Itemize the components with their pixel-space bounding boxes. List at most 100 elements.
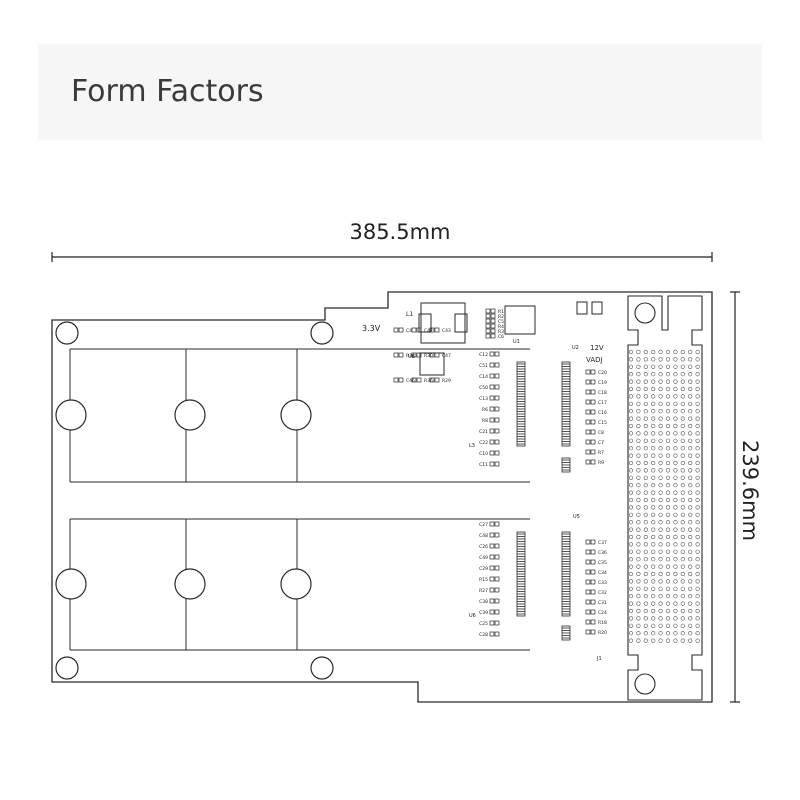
component-c11: C11 [479,461,500,468]
svg-text:C16: C16 [598,410,607,416]
label-u1: U1 [513,339,520,345]
component-c13: C13 [479,395,500,402]
component-c38: C38 [479,598,500,605]
component-c12: C12 [479,351,500,358]
component-r4: R4 [485,323,504,330]
component-c43: C43 [429,327,451,334]
component-r9: R9 [585,459,604,466]
svg-text:C39: C39 [479,610,488,616]
svg-text:C6: C6 [498,334,504,340]
svg-text:R18: R18 [598,620,607,626]
svg-text:C49: C49 [479,555,488,561]
inductor-l1 [418,302,468,344]
component-c6: C6 [485,333,504,340]
component-c8: C8 [585,429,604,436]
svg-text:C17: C17 [598,400,607,406]
svg-text:C31: C31 [598,600,607,606]
svg-text:R6: R6 [482,407,488,413]
edge-connector-j1 [627,295,703,701]
svg-text:C22: C22 [479,440,488,446]
component-c47: C47 [429,352,451,359]
svg-text:C20: C20 [598,370,607,376]
label-u8: U8 [408,354,415,360]
component-r27: R27 [479,587,500,594]
mounting-holes [55,321,334,680]
label-vadj: VADJ [586,356,603,364]
component-c34: C34 [585,569,607,576]
svg-text:C8: C8 [598,430,604,436]
component-c25: C25 [479,620,500,627]
svg-text:R4: R4 [498,324,504,330]
label-j1: J1 [596,656,602,662]
component-c49: C49 [479,554,500,561]
page-title: Form Factors [71,74,264,109]
label-12v: 12V [590,344,604,352]
svg-text:R8: R8 [482,418,488,424]
component-c5: C5 [485,318,504,325]
component-r15: R15 [479,576,500,583]
svg-text:C48: C48 [479,533,488,539]
svg-text:R27: R27 [479,588,488,594]
component-r36: R36 [411,377,433,384]
svg-text:R20: R20 [598,630,607,636]
svg-text:C32: C32 [598,590,607,596]
component-r34: R34 [393,352,415,359]
component-c21: C21 [479,428,500,435]
svg-text:C4: C4 [406,328,412,334]
svg-text:C36: C36 [598,550,607,556]
component-r18: R18 [585,619,607,626]
svg-text:C33: C33 [598,580,607,586]
svg-text:C14: C14 [479,374,488,380]
svg-text:R1: R1 [498,309,504,315]
label-l3: L3 [469,443,475,449]
label-u5: U5 [573,514,580,520]
svg-text:C15: C15 [598,420,607,426]
svg-text:R30: R30 [424,353,433,359]
component-c42: C42 [411,327,433,334]
svg-text:C24: C24 [598,610,607,616]
svg-text:C46: C46 [406,378,415,384]
header-banner: Form Factors [38,44,762,140]
svg-text:C10: C10 [479,451,488,457]
component-r30: R30 [411,352,433,359]
svg-text:C27: C27 [479,522,488,528]
passive-components: C12C51C14C50C13R6R8C21C22C10C11C27C48C26… [393,308,607,638]
svg-text:C35: C35 [598,560,607,566]
svg-text:C51: C51 [479,363,488,369]
component-c4: C4 [393,327,412,334]
component-c31: C31 [585,599,607,606]
component-c28: C28 [479,631,500,638]
component-c7: C7 [585,439,604,446]
component-c29: C29 [479,565,500,572]
component-c50: C50 [479,384,500,391]
svg-text:C43: C43 [442,328,451,334]
component-c26: C26 [479,543,500,550]
width-dimension-line [51,252,713,262]
component-c14: C14 [479,373,500,380]
svg-text:R9: R9 [598,460,604,466]
svg-text:C12: C12 [479,352,488,358]
component-c20: C20 [585,369,607,376]
svg-text:C50: C50 [479,385,488,391]
component-c37: C37 [585,539,607,546]
svg-text:C47: C47 [442,353,451,359]
component-c27: C27 [479,521,500,528]
svg-text:C28: C28 [479,632,488,638]
height-dimension-line [730,291,740,703]
svg-text:R36: R36 [424,378,433,384]
m2-connectors [516,361,571,641]
label-l1: L1 [406,311,413,318]
component-c19: C19 [585,379,607,386]
svg-text:C37: C37 [598,540,607,546]
component-c46: C46 [393,377,415,384]
connector-pin-grid [628,349,700,643]
svg-text:R29: R29 [442,378,451,384]
component-c10: C10 [479,450,500,457]
svg-text:C5: C5 [498,319,504,325]
svg-text:C18: C18 [598,390,607,396]
label-u2: U2 [572,345,579,351]
chip-u1 [504,305,536,335]
board-outline [51,291,713,703]
svg-text:C29: C29 [479,566,488,572]
